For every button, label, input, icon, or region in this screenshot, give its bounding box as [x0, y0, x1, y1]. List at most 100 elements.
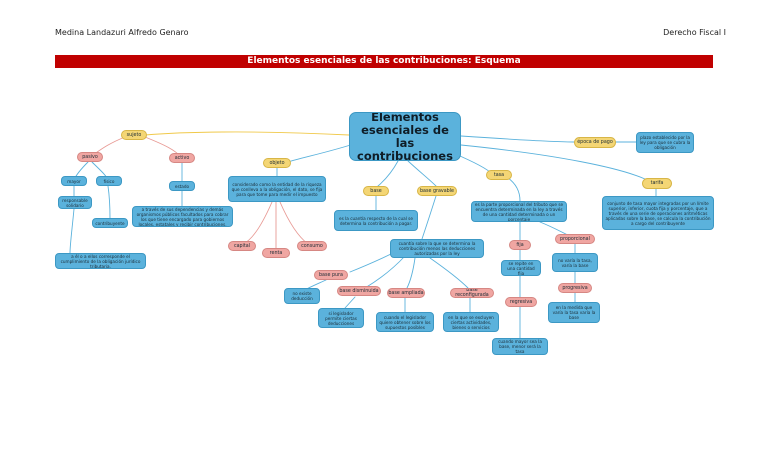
title-banner: Elementos esenciales de las contribucion… — [55, 55, 713, 68]
contribuyente-label: contribuyente — [95, 220, 125, 226]
estado-label: estado — [174, 183, 190, 189]
objeto-desc-label: considerado como la entidad de la riquez… — [231, 181, 323, 197]
epoca-desc-label: plazo establecido por la ley para que se… — [639, 135, 691, 150]
proporcional-label: proporcional — [560, 236, 590, 242]
responsable-label: responsable solidario — [62, 197, 88, 208]
node-sujeto[interactable]: sujeto — [121, 130, 147, 140]
node-activo[interactable]: activo — [169, 153, 195, 163]
link-central-tarifa — [460, 144, 646, 180]
base-reconfigurada-desc-label: en la que se excluyen ciertas actividade… — [448, 314, 494, 330]
node-base-disminuida-desc[interactable]: si legislador permite ciertas deduccione… — [318, 308, 364, 328]
base-gravable-label: base gravable — [419, 188, 455, 194]
node-objeto-desc[interactable]: considerado como la entidad de la riquez… — [228, 176, 326, 202]
base-ampliada-label: base ampliada — [388, 290, 424, 296]
fisico-label: físico — [103, 178, 115, 184]
node-base-pura[interactable]: base pura — [314, 270, 348, 280]
node-responsable[interactable]: responsable solidario — [58, 196, 92, 209]
node-base-ampliada-desc[interactable]: cuando el legislador quiere obtener sobr… — [376, 312, 434, 332]
estado-desc-label: a través de sus dependencias y demás org… — [136, 206, 229, 227]
fija-label: fija — [516, 242, 524, 248]
node-base-reconfigurada-desc[interactable]: en la que se excluyen ciertas actividade… — [443, 312, 499, 332]
link-bgdesc-amp — [406, 257, 416, 289]
node-pasivo-desc[interactable]: a él o a ellos corresponde el cumplimien… — [55, 253, 146, 269]
link-central-bg — [407, 160, 437, 187]
tarifa-label: tarifa — [650, 181, 664, 186]
base-ampliada-desc-label: cuando el legislador quiere obtener sobr… — [379, 314, 431, 330]
link-objdesc-consumo — [279, 201, 309, 245]
mayor-label: mayor — [67, 178, 81, 184]
fija-desc-label: se repite en una cantidad fija — [507, 260, 535, 276]
link-objdesc-capital — [242, 201, 273, 245]
activo-label: activo — [174, 155, 190, 161]
node-tasa-desc[interactable]: es la parte proporcional del tributo que… — [471, 201, 567, 222]
node-epoca-pago[interactable]: época de pago — [574, 137, 616, 148]
central-label: Elementos esenciales de las contribucion… — [357, 112, 453, 161]
node-base-reconfigurada[interactable]: base reconfigurada — [450, 288, 494, 298]
node-epoca-desc[interactable]: plazo establecido por la ley para que se… — [636, 132, 694, 153]
node-mayor[interactable]: mayor — [61, 176, 87, 186]
base-gravable-desc-label: cuantía sobre la que se determina la con… — [398, 241, 476, 256]
link-fisico-contrib — [107, 185, 111, 219]
node-base[interactable]: base — [363, 186, 389, 196]
sujeto-label: sujeto — [126, 132, 142, 138]
link-central-sujeto — [144, 131, 350, 136]
node-regresiva[interactable]: regresiva — [505, 297, 537, 307]
node-renta[interactable]: renta — [262, 248, 290, 258]
node-fisico[interactable]: físico — [96, 176, 122, 186]
author-name: Medina Landazuri Alfredo Genaro — [55, 28, 189, 37]
base-reconfigurada-label: base reconfigurada — [455, 288, 489, 298]
progresiva-desc-label: en la medida que varía la tasa varía la … — [552, 305, 596, 320]
node-base-gravable[interactable]: base gravable — [417, 186, 457, 196]
course-name: Derecho Fiscal I — [663, 28, 726, 37]
link-bg-desc — [421, 195, 437, 240]
node-fija[interactable]: fija — [509, 240, 531, 250]
base-pura-label: base pura — [319, 272, 343, 278]
node-consumo[interactable]: consumo — [297, 241, 327, 251]
node-base-ampliada[interactable]: base ampliada — [387, 288, 425, 298]
link-bgdesc-dism — [364, 255, 406, 289]
base-pura-desc-label: no existe deducción — [291, 291, 313, 301]
node-regresiva-desc[interactable]: cuando mayor sea la base, menor será la … — [492, 338, 548, 355]
tasa-label: tasa — [493, 172, 505, 178]
node-estado[interactable]: estado — [169, 181, 195, 191]
renta-label: renta — [269, 250, 283, 256]
base-label: base — [370, 188, 382, 194]
epoca-label: época de pago — [577, 140, 613, 145]
node-proporcional-desc[interactable]: no varía la tasa, varía la base — [552, 253, 598, 272]
node-pasivo[interactable]: pasivo — [77, 152, 103, 162]
link-bgdesc-reco — [429, 257, 469, 289]
node-contribuyente[interactable]: contribuyente — [92, 218, 128, 228]
node-estado-desc[interactable]: a través de sus dependencias y demás org… — [132, 206, 233, 227]
link-central-base — [377, 160, 399, 187]
consumo-label: consumo — [301, 243, 323, 249]
node-base-pura-desc[interactable]: no existe deducción — [284, 288, 320, 304]
node-objeto[interactable]: objeto — [263, 158, 291, 168]
node-fija-desc[interactable]: se repite en una cantidad fija — [501, 260, 541, 276]
node-base-desc[interactable]: es la cuantía respecto de la cual se det… — [334, 210, 418, 231]
tasa-desc-label: es la parte proporcional del tributo que… — [474, 201, 564, 222]
node-base-gravable-desc[interactable]: cuantía sobre la que se determina la con… — [390, 239, 484, 258]
regresiva-desc-label: cuando mayor sea la base, menor será la … — [498, 339, 542, 354]
node-tarifa-desc[interactable]: conjunto de tasa mayor integradas por un… — [602, 196, 714, 230]
capital-label: capital — [233, 243, 251, 249]
link-dism-desc — [344, 296, 356, 309]
central-node[interactable]: Elementos esenciales de las contribucion… — [349, 112, 461, 161]
node-tasa[interactable]: tasa — [486, 170, 512, 180]
base-disminuida-desc-label: si legislador permite ciertas deduccione… — [325, 310, 357, 326]
node-progresiva-desc[interactable]: en la medida que varía la tasa varía la … — [548, 302, 600, 323]
objeto-label: objeto — [269, 160, 285, 166]
node-progresiva[interactable]: progresiva — [558, 283, 592, 293]
node-capital[interactable]: capital — [228, 241, 256, 251]
link-bgdesc-pura — [349, 251, 396, 273]
tarifa-desc-label: conjunto de tasa mayor integradas por un… — [605, 200, 711, 226]
node-tarifa[interactable]: tarifa — [642, 178, 672, 189]
link-central-epoca — [460, 135, 577, 143]
pasivo-desc-label: a él o a ellos corresponde el cumplimien… — [60, 253, 141, 269]
link-resp-desc — [69, 208, 75, 254]
proporcional-desc-label: no varía la tasa, varía la base — [558, 257, 592, 268]
pasivo-label: pasivo — [82, 154, 98, 160]
node-proporcional[interactable]: proporcional — [555, 234, 595, 244]
node-base-disminuida[interactable]: base disminuida — [337, 286, 381, 296]
regresiva-label: regresiva — [509, 299, 533, 305]
